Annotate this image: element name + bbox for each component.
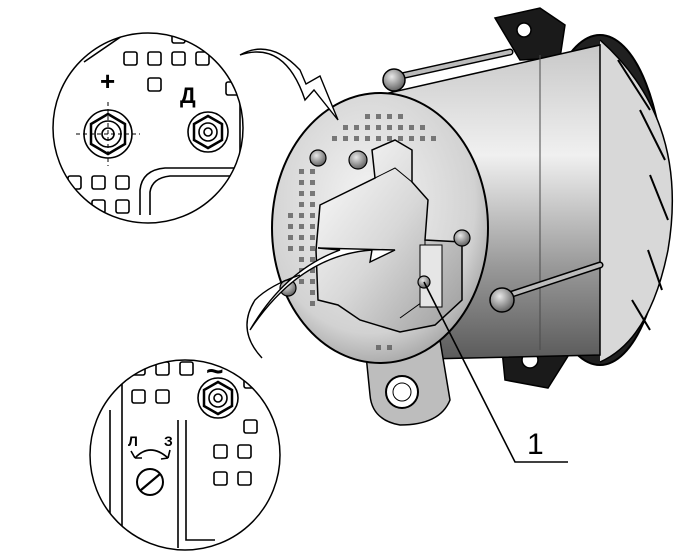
- vent-hole: [310, 235, 315, 240]
- vent-hole: [387, 136, 392, 141]
- vent-hole: [310, 246, 315, 251]
- vent-grid: [288, 114, 436, 350]
- arrow-to-bottom-callout-icon: [249, 247, 396, 331]
- vent-hole: [299, 202, 304, 207]
- vent-hole: [299, 279, 304, 284]
- vent-hole: [310, 191, 315, 196]
- vent-hole: [376, 136, 381, 141]
- vent-hole: [299, 246, 304, 251]
- vent-hole: [299, 213, 304, 218]
- leader-number: 1: [527, 428, 544, 461]
- vent-hole: [343, 125, 348, 130]
- leader-1: 1: [423, 281, 568, 463]
- vent-hole: [387, 114, 392, 119]
- vent-hole: [299, 224, 304, 229]
- vent-hole: [310, 213, 315, 218]
- vent-hole: [343, 136, 348, 141]
- vent-hole: [310, 301, 315, 306]
- vent-hole: [332, 136, 337, 141]
- vent-hole: [387, 125, 392, 130]
- callout-bottom: ~ Л З: [89, 355, 281, 551]
- arrow-to-top-callout-icon: [239, 48, 339, 121]
- through-bolts: [382, 48, 604, 313]
- vent-hole: [431, 136, 436, 141]
- ac-terminal-label: ~: [206, 355, 224, 388]
- alternator-body: [271, 7, 674, 426]
- vent-hole: [299, 257, 304, 262]
- vent-hole: [310, 180, 315, 185]
- vent-hole: [299, 180, 304, 185]
- vent-hole: [420, 136, 425, 141]
- callout-arrows: [239, 48, 396, 359]
- vent-hole: [409, 136, 414, 141]
- vent-hole: [376, 125, 381, 130]
- l-adjust-label: Л: [128, 433, 138, 449]
- vent-hole: [310, 257, 315, 262]
- vent-hole: [310, 224, 315, 229]
- vent-hole: [365, 136, 370, 141]
- vent-hole: [310, 290, 315, 295]
- vent-hole: [376, 114, 381, 119]
- vent-hole: [398, 114, 403, 119]
- vent-hole: [299, 191, 304, 196]
- vent-hole: [398, 125, 403, 130]
- vent-hole: [310, 169, 315, 174]
- vent-hole: [288, 213, 293, 218]
- z-adjust-label: З: [164, 433, 173, 449]
- terminal-nuts: [279, 149, 471, 297]
- vent-hole: [288, 235, 293, 240]
- vent-hole: [376, 345, 381, 350]
- vent-hole: [310, 202, 315, 207]
- vent-hole: [420, 125, 425, 130]
- vent-hole: [354, 136, 359, 141]
- vent-hole: [398, 136, 403, 141]
- vent-hole: [365, 125, 370, 130]
- vent-hole: [365, 114, 370, 119]
- vent-hole: [299, 169, 304, 174]
- vent-hole: [409, 125, 414, 130]
- vent-hole: [299, 235, 304, 240]
- vent-hole: [288, 224, 293, 229]
- vent-hole: [288, 246, 293, 251]
- vent-hole: [387, 345, 392, 350]
- d-terminal-label: Д: [180, 83, 196, 108]
- callout-top: + Д: [52, 32, 244, 224]
- vent-hole: [354, 125, 359, 130]
- vent-hole: [310, 268, 315, 273]
- vent-hole: [310, 279, 315, 284]
- plus-terminal-label: +: [100, 66, 115, 96]
